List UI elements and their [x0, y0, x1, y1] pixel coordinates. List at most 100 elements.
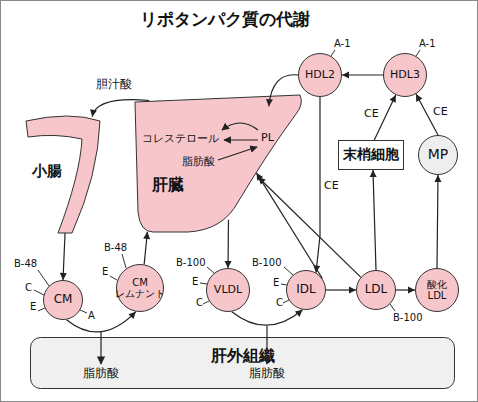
node-label: 肝臓: [152, 176, 184, 194]
lipoprotein-circle: CM: [43, 280, 83, 320]
connector-line: [373, 170, 376, 270]
arrow-head: [90, 109, 97, 117]
apo-tick: [200, 283, 207, 284]
circle-outline: [207, 269, 250, 312]
lipoprotein-circle: CM レムナント: [116, 264, 164, 312]
apo-tick: [207, 267, 214, 273]
node-label: 酸化 LDL: [420, 279, 454, 301]
arrow-head: [60, 273, 67, 280]
node-label: CM: [54, 293, 73, 306]
diagram-label: E: [192, 276, 198, 287]
node-text-area: HDL3: [383, 53, 427, 97]
edge-label: 胆汁酸: [96, 78, 132, 91]
node-outline: [128, 92, 304, 234]
apo-tick: [416, 50, 420, 56]
cell-box: 末梢細胞: [338, 140, 404, 170]
apo-tick: [284, 267, 293, 275]
diagram-label: A: [88, 310, 95, 321]
node-label: VLDL: [214, 284, 242, 296]
apo-tick: [34, 290, 44, 295]
diagram-label: E: [102, 266, 108, 277]
arrow-head: [342, 72, 349, 79]
apo-tick: [110, 276, 117, 280]
node-text-area: LDL: [356, 270, 396, 310]
node-label: HDL2: [305, 69, 335, 81]
circle-outline: [357, 271, 396, 310]
lipoprotein-circle: VLDL: [206, 268, 250, 312]
apo-tick: [38, 308, 45, 311]
diagram-label: E: [273, 277, 279, 288]
node-text-area: 酸化 LDL: [415, 268, 459, 312]
apo-tick: [281, 284, 287, 285]
diagram-label: 脂肪酸: [182, 156, 215, 168]
diagram-label: PL: [261, 132, 274, 144]
apo-tick: [390, 304, 395, 311]
arrow-head: [313, 265, 320, 272]
arrow-head: [434, 175, 441, 182]
node-label: 末梢細胞: [343, 147, 399, 162]
circle-outline: [419, 136, 458, 175]
lipoprotein-circle: HDL2: [298, 53, 342, 97]
arrow-head: [295, 310, 303, 317]
connector: [313, 97, 320, 273]
arrow-head: [416, 94, 422, 102]
edge-label: CE: [433, 106, 448, 118]
circle-outline: [287, 271, 326, 310]
arrow-head: [408, 287, 415, 294]
node-text-area: MP: [418, 135, 458, 175]
connector: [326, 287, 356, 294]
node-label: LDL: [365, 283, 388, 296]
diagram-label: A-1: [419, 38, 436, 49]
diagram-label: 脂肪酸: [83, 367, 119, 380]
node-text-area: VLDL: [206, 268, 250, 312]
connector: [143, 232, 150, 264]
connector-line: [227, 220, 229, 268]
connector: [370, 170, 377, 270]
diagram-title: リポタンパク質の代謝: [140, 10, 310, 29]
node-text-area: 末梢細胞: [338, 140, 404, 170]
organ-outline: [135, 95, 301, 232]
connector: [396, 287, 415, 294]
lipoprotein-circle: LDL: [356, 270, 396, 310]
connector: [434, 175, 441, 268]
edge-label: CE: [324, 180, 339, 192]
circle-outline: [299, 54, 342, 97]
diagram-label: B-100: [176, 257, 206, 268]
apo-tick: [80, 310, 87, 313]
node-label: 小腸: [32, 163, 62, 180]
connector: [232, 310, 303, 325]
node-text-area: CM レムナント: [116, 264, 164, 312]
arrow-head: [390, 95, 396, 103]
connector: [342, 72, 383, 79]
connector: [60, 233, 67, 280]
circle-outline: [44, 281, 83, 320]
tissue-band: 肝外組織: [30, 337, 455, 389]
connector-line: [316, 97, 320, 273]
node-text-area: IDL: [286, 270, 326, 310]
diagram-label: B-100: [252, 257, 282, 268]
node-label: CM レムナント: [114, 277, 166, 299]
diagram-label: A-1: [334, 38, 351, 49]
band-outline: [31, 338, 455, 389]
arrow-head: [349, 287, 356, 294]
circle-outline: [384, 54, 427, 97]
organ-shape: 肝臓: [128, 92, 304, 234]
connector-line: [232, 310, 303, 325]
node-label: MP: [428, 147, 449, 162]
node-label: HDL3: [390, 69, 420, 81]
organ-outline: [26, 116, 100, 233]
lipoprotein-circle: IDL: [286, 270, 326, 310]
diagram-label: C: [196, 297, 203, 308]
connector-line: [396, 289, 415, 290]
edge-label: CE: [364, 108, 379, 120]
macrophage-circle: MP: [418, 135, 458, 175]
connector-line: [342, 74, 383, 75]
apo-tick: [203, 301, 209, 304]
arrow-head: [370, 170, 377, 177]
node-text-area: CM: [43, 280, 83, 320]
lipoprotein-circle: HDL3: [383, 53, 427, 97]
connector-line: [63, 233, 65, 280]
diagram-label: B-48: [104, 242, 127, 253]
